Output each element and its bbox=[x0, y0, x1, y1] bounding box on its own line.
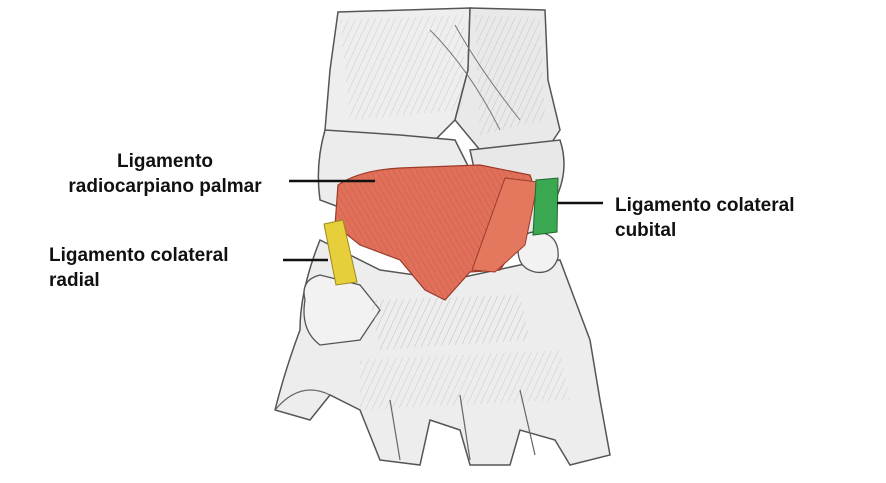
ligaments bbox=[323, 164, 559, 301]
palmar-label-line1: Ligamento bbox=[116, 151, 214, 172]
radial-label-line1: Ligamento colateral bbox=[49, 245, 229, 266]
radial-collateral-ligament bbox=[323, 219, 358, 286]
pisiform-bone bbox=[517, 231, 559, 274]
palmar-ligament-label: Ligamento radiocarpiano palmar bbox=[44, 149, 286, 199]
leader-lines bbox=[283, 179, 603, 262]
radial-ligament-label: Ligamento colateral radial bbox=[49, 243, 229, 293]
carpal-bones bbox=[274, 231, 611, 466]
cubital-label-line1: Ligamento colateral bbox=[615, 195, 795, 216]
cubital-ligament-label: Ligamento colateral cubital bbox=[615, 193, 795, 243]
palmar-label-line2: radiocarpiano palmar bbox=[68, 176, 262, 197]
cubital-label-line2: cubital bbox=[615, 220, 677, 241]
forearm-bones bbox=[324, 7, 561, 161]
radial-label-line2: radial bbox=[49, 270, 100, 291]
palmar-ligament-strip bbox=[471, 177, 539, 273]
ulnar-collateral-ligament bbox=[532, 177, 559, 236]
